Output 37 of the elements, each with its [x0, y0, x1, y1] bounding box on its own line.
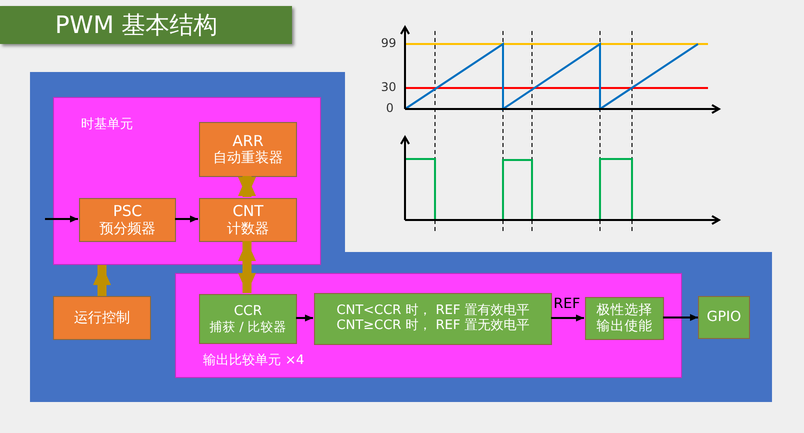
- box-text: 自动重装器: [213, 150, 283, 166]
- box-text: 捕获 / 比较器: [209, 320, 287, 334]
- block-box: [199, 122, 297, 177]
- double-arrow: [238, 241, 256, 293]
- block-box: [698, 296, 750, 339]
- box-text: PSC: [112, 203, 142, 221]
- box-text: CCR: [234, 304, 262, 320]
- box-text: CNT<CCR 时， REF 置有效电平: [336, 304, 530, 318]
- group-heading: 输出比较单元 ×4: [203, 354, 304, 369]
- box-text: 预分频器: [100, 220, 156, 237]
- block-box: [53, 296, 151, 340]
- arrow: [663, 314, 698, 321]
- group-heading: 时基单元: [81, 118, 133, 133]
- group-panel: [175, 273, 682, 378]
- arrow: [551, 314, 584, 322]
- axis-tick-label: 0: [386, 101, 394, 115]
- block-box: [585, 297, 664, 340]
- title-banner: PWM 基本结构: [0, 6, 292, 44]
- axis-tick-label: 99: [381, 36, 396, 50]
- double-arrow: [238, 176, 256, 197]
- block-box: [314, 293, 552, 345]
- block-box: [199, 198, 297, 242]
- box-text: 极性选择输出使能: [596, 302, 654, 334]
- axis-tick-label: 30: [381, 80, 396, 94]
- group-panel: [53, 97, 321, 265]
- arrow: [175, 216, 198, 222]
- box-text: CNT: [232, 203, 264, 221]
- box-text: 计数器: [227, 220, 269, 237]
- block-box: [199, 294, 297, 344]
- box-text: 运行控制: [74, 310, 130, 326]
- arrow: [296, 314, 313, 322]
- block-arrow: [93, 265, 111, 296]
- box-text: ARR: [232, 132, 264, 150]
- box-text: CNT≥CCR 时， REF 置无效电平: [336, 319, 530, 334]
- box-text: GPIO: [706, 309, 742, 326]
- block-box: [79, 198, 176, 242]
- arrow: [45, 216, 78, 222]
